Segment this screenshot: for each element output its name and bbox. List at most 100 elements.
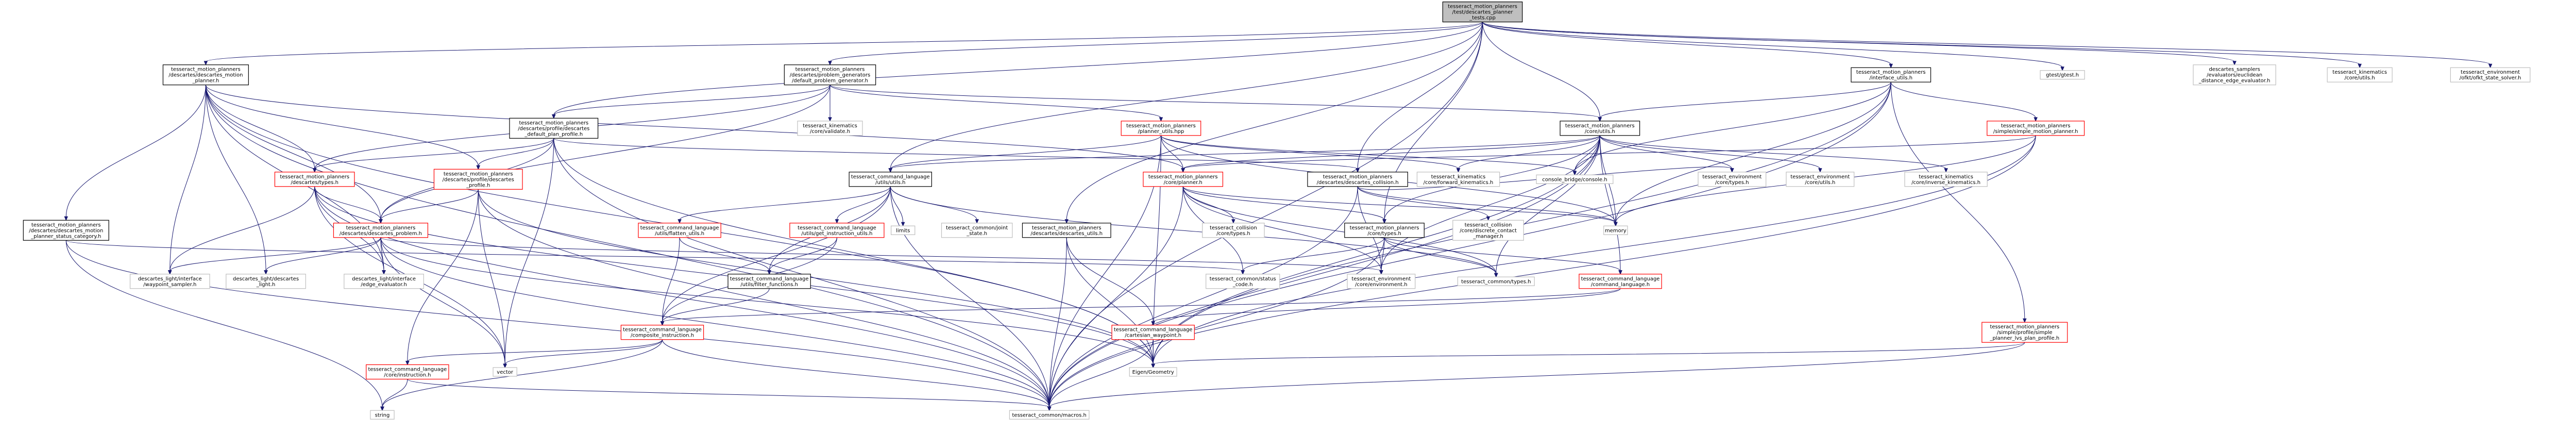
node-kin-utils[interactable]: tesseract_kinematics/core/utils.h — [2327, 67, 2393, 82]
node-light-edge[interactable]: descartes_light/interface/edge_evaluator… — [344, 274, 424, 289]
node-label-line: descartes_samplers — [2209, 67, 2260, 73]
node-core-planner[interactable]: tesseract_motion_planners/core/planner.h — [1143, 172, 1224, 187]
node-simple-planner[interactable]: tesseract_motion_planners/simple/simple_… — [1987, 121, 2085, 136]
node-label-line: tesseract_motion_planners — [519, 120, 588, 126]
node-common-types[interactable]: tesseract_common/types.h — [1457, 276, 1535, 286]
node-label-line: /core/types.h — [1367, 231, 1401, 237]
node-label-line: tesseract_environment — [1351, 276, 1411, 282]
node-box — [366, 364, 449, 380]
node-label-line: _code.h — [1232, 282, 1253, 288]
node-flatten-utils[interactable]: tesseract_command_language/utils/flatten… — [638, 223, 721, 238]
node-box — [1579, 274, 1662, 289]
node-status-code[interactable]: tesseract_common/status_code.h — [1206, 274, 1280, 289]
node-core-utils[interactable]: tesseract_motion_planners/core/utils.h — [1560, 121, 1640, 136]
node-simple-profile[interactable]: tesseract_motion_planners/simple/profile… — [1981, 322, 2068, 343]
edge-root-to-gtest — [1482, 22, 2064, 71]
node-label-line: /descartes/descartes_motion — [168, 73, 243, 78]
node-disc-contact[interactable]: tesseract_collision/core/discrete_contac… — [1452, 220, 1524, 241]
node-environment[interactable]: tesseract_environment/core/environment.h — [1347, 274, 1416, 289]
node-coll-types[interactable]: tesseract_collision/core/types.h — [1202, 223, 1265, 238]
node-label-line: /edge_evaluator.h — [361, 282, 407, 288]
node-core-types[interactable]: tesseract_motion_planners/core/types.h — [1344, 223, 1425, 238]
edge-desc-problem-to-vector — [380, 237, 507, 369]
node-box — [274, 172, 355, 187]
node-root[interactable]: tesseract_motion_planners/test/descartes… — [1442, 2, 1523, 23]
node-desc-profile[interactable]: tesseract_motion_planners/descartes/prof… — [433, 169, 523, 190]
node-eigen[interactable]: Eigen/Geometry — [1129, 367, 1177, 377]
node-label-line: tesseract_common/types.h — [1461, 279, 1531, 285]
node-light-waypoint[interactable]: descartes_light/interface/waypoint_sampl… — [129, 274, 210, 289]
node-status-category[interactable]: tesseract_motion_planners/descartes/desc… — [23, 220, 109, 241]
node-box — [1206, 274, 1280, 289]
node-vector[interactable]: vector — [493, 367, 517, 377]
node-label-line: /command_language.h — [1591, 282, 1650, 288]
edge-prob-gen-to-default-plan-profile — [552, 85, 831, 119]
node-default-plan-profile[interactable]: tesseract_motion_planners/descartes/prof… — [509, 118, 599, 139]
edge-flatten-utils-to-composite-instr — [660, 237, 680, 326]
node-label-line: tesseract_motion_planners — [1448, 4, 1517, 10]
node-box — [2040, 70, 2085, 80]
node-label-line: tesseract_kinematics — [1919, 174, 1973, 180]
edge-simple-planner-to-core-planner — [1181, 135, 2036, 173]
node-label-line: tesseract_kinematics — [1431, 174, 1486, 180]
node-env-utils[interactable]: tesseract_environment/core/utils.h — [1786, 172, 1855, 187]
node-label-line: descartes_light/interface — [138, 276, 202, 282]
node-interface-utils[interactable]: tesseract_motion_planners/interface_util… — [1851, 67, 1931, 82]
node-inv-kin[interactable]: tesseract_kinematics/core/inverse_kinema… — [1904, 172, 1988, 187]
node-filter-functions[interactable]: tesseract_command_language/utils/filter_… — [727, 274, 811, 289]
node-composite-instr[interactable]: tesseract_command_language/composite_ins… — [620, 325, 704, 340]
edge-root-to-interface-utils — [1482, 22, 1893, 69]
node-env-types[interactable]: tesseract_environment/core/types.h — [1698, 172, 1767, 187]
node-box — [2327, 67, 2393, 82]
node-desc-samplers[interactable]: descartes_samplers/evaluators/euclidean_… — [2193, 64, 2276, 86]
edge-desc-problem-to-eigen — [380, 237, 1155, 369]
edge-default-plan-profile-to-desc-types — [312, 138, 554, 173]
node-box — [1022, 223, 1111, 238]
node-label-line: /descartes/descartes_collision.h — [1317, 180, 1399, 186]
node-desc-motion-planner[interactable]: tesseract_motion_planners/descartes/desc… — [162, 64, 249, 86]
node-cmd-utils[interactable]: tesseract_command_language/utils/utils.h — [849, 172, 932, 187]
node-box — [1307, 172, 1408, 187]
node-core-instruction[interactable]: tesseract_command_language/core/instruct… — [366, 364, 449, 380]
node-string[interactable]: string — [370, 410, 395, 420]
edge-core-types-to-cmd-language — [1384, 237, 1622, 275]
node-light-descartes[interactable]: descartes_light/descartes_light.h — [226, 274, 306, 289]
node-cmd-language[interactable]: tesseract_command_language/command_langu… — [1579, 274, 1662, 289]
node-label-line: /core/environment.h — [1355, 282, 1408, 288]
node-box — [23, 220, 109, 241]
node-box — [1442, 2, 1523, 23]
node-limits[interactable]: limits — [891, 225, 916, 235]
node-desc-types[interactable]: tesseract_motion_planners/descartes/type… — [274, 172, 355, 187]
node-label-line: /descartes/types.h — [291, 180, 338, 186]
node-console-bridge[interactable]: console_bridge/console.h — [1536, 174, 1614, 184]
node-prob-gen[interactable]: tesseract_motion_planners/descartes/prob… — [784, 64, 876, 86]
node-box — [1121, 121, 1201, 136]
node-ofkt[interactable]: tesseract_environment/ofkt/ofkt_state_so… — [2450, 67, 2531, 82]
node-label-line: tesseract_motion_planners — [1126, 123, 1196, 129]
node-box — [1452, 220, 1524, 241]
edge-root-to-ofkt — [1482, 22, 2493, 69]
node-desc-utils[interactable]: tesseract_motion_planners/descartes/desc… — [1022, 223, 1111, 238]
edge-core-utils-to-cmd-utils — [888, 135, 1600, 173]
node-desc-collision[interactable]: tesseract_motion_planners/descartes/desc… — [1307, 172, 1408, 187]
node-gtest[interactable]: gtest/gtest.h — [2040, 70, 2085, 80]
node-get-instr-utils[interactable]: tesseract_command_language/utils/get_ins… — [789, 223, 885, 238]
node-kin-validate[interactable]: tesseract_kinematics/core/validate.h — [797, 121, 863, 136]
node-box — [784, 64, 876, 86]
node-fwd-kin[interactable]: tesseract_kinematics/core/forward_kinema… — [1416, 172, 1500, 187]
node-label-line: tesseract_motion_planners — [31, 222, 101, 228]
node-desc-problem[interactable]: tesseract_motion_planners/descartes/desc… — [333, 223, 429, 238]
node-macros[interactable]: tesseract_common/macros.h — [1009, 410, 1090, 420]
node-label-line: tesseract_motion_planners — [346, 225, 416, 231]
node-label-line: /utils/filter_functions.h — [740, 282, 798, 288]
node-planner-utils[interactable]: tesseract_motion_planners/planner_utils.… — [1121, 121, 1201, 136]
edge-composite-instr-to-core-instruction — [405, 339, 663, 365]
node-joint-state[interactable]: tesseract_common/joint_state.h — [941, 223, 1013, 238]
node-label-line: /default_problem_generator.h — [792, 78, 868, 84]
node-memory[interactable]: memory — [1603, 225, 1628, 235]
node-cartesian-wp[interactable]: tesseract_command_language/cartesian_way… — [1111, 325, 1195, 340]
node-label-line: limits — [896, 228, 910, 234]
node-label-line: tesseract_command_language — [851, 174, 930, 180]
node-label-line: /core/types.h — [1216, 231, 1250, 237]
node-label-line: /utils/utils.h — [875, 180, 905, 186]
